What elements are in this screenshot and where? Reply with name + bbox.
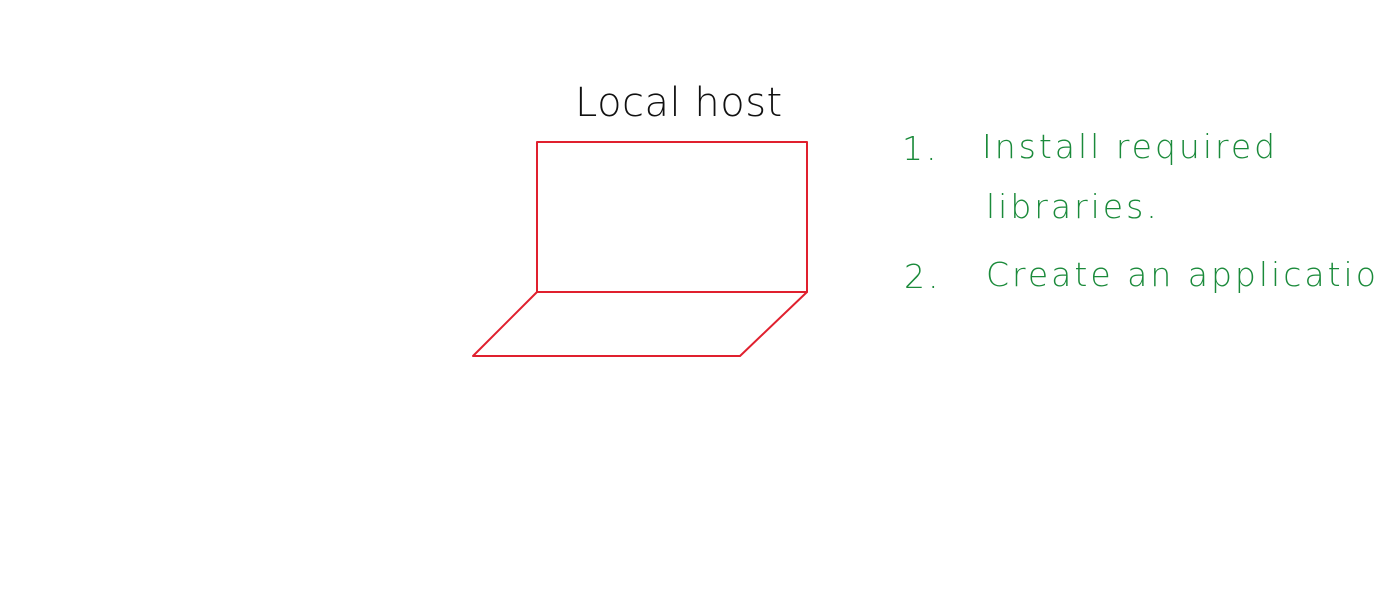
note-2-line-1: Create an application bbox=[986, 255, 1380, 294]
note-2-number: 2. bbox=[904, 257, 942, 296]
laptop-base bbox=[472, 291, 808, 357]
laptop-drawing bbox=[472, 141, 808, 357]
note-1-line-2: libraries. bbox=[986, 187, 1160, 226]
laptop-screen bbox=[536, 141, 808, 293]
note-1-number: 1. bbox=[902, 129, 940, 168]
note-1-line-1: Install required bbox=[982, 127, 1278, 166]
diagram-title: Local host bbox=[575, 80, 783, 126]
notes-list: 1. Install required libraries. 2. Create… bbox=[902, 127, 1380, 296]
